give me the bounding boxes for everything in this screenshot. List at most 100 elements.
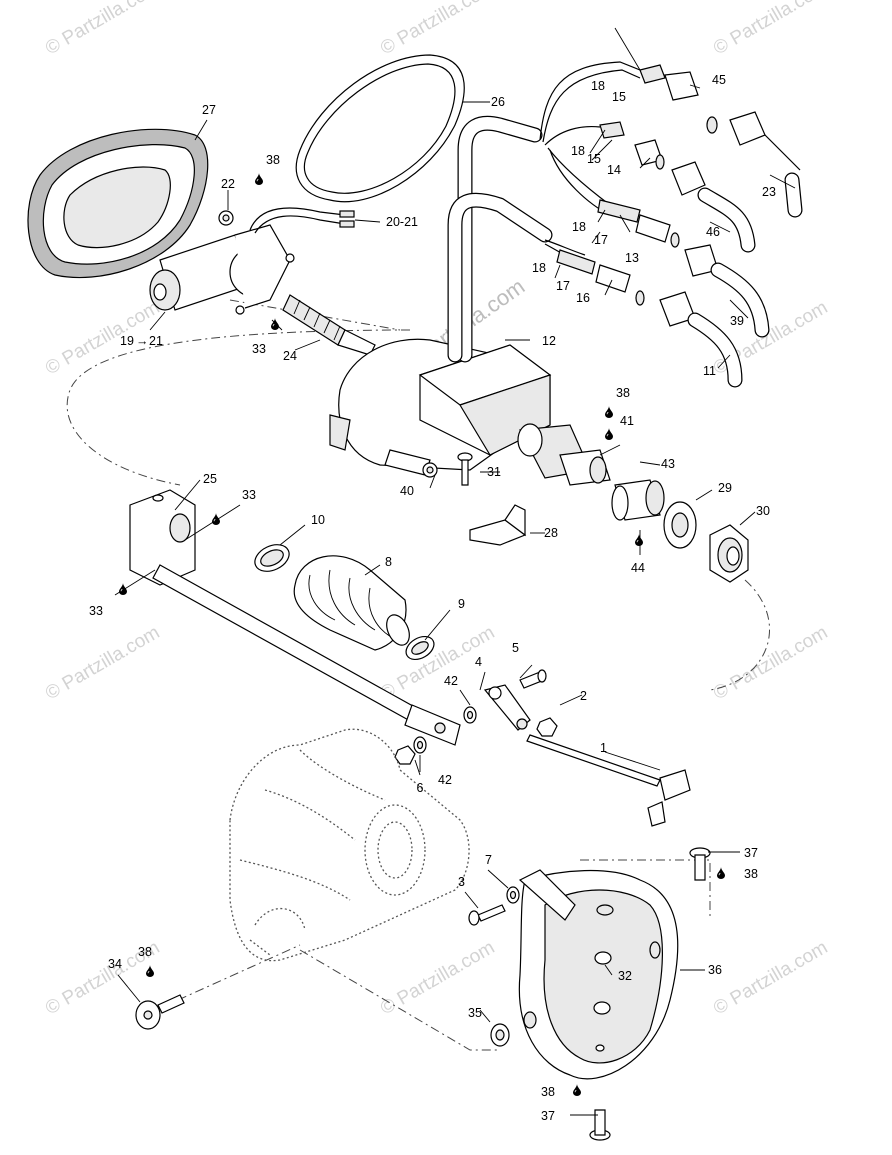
part-label: 40 xyxy=(400,484,414,498)
part-label: 38 xyxy=(744,867,758,881)
part-6-nut xyxy=(394,745,416,765)
adhesive-drop-icon xyxy=(572,1084,582,1096)
part-27-cover xyxy=(27,128,209,279)
part-22-nut xyxy=(218,210,234,226)
part-label: 10 xyxy=(311,513,325,527)
watermark-text: © Partzilla.com xyxy=(710,0,831,59)
part-label: 37 xyxy=(541,1109,555,1123)
part-label: 38 xyxy=(541,1085,555,1099)
part-label: 18 xyxy=(532,261,546,275)
part-label: 45 xyxy=(712,73,726,87)
adhesive-drop-icon xyxy=(145,965,155,977)
part-label: 5 xyxy=(512,641,519,655)
part-label: 38 xyxy=(616,386,630,400)
part-label: 2 xyxy=(580,689,587,703)
part-1-cable xyxy=(526,734,691,827)
adhesive-drop-icon xyxy=(634,534,644,546)
adhesive-drop-icon xyxy=(604,428,614,440)
part-label: 28 xyxy=(544,526,558,540)
part-label: 36 xyxy=(708,963,722,977)
adhesive-drop-icon xyxy=(211,513,221,525)
part-label: 15 xyxy=(612,90,626,104)
range-arrow-icon: → xyxy=(136,334,149,348)
part-label: 38 xyxy=(266,153,280,167)
part-label: 19 xyxy=(120,334,134,348)
part-37-bolt-top xyxy=(689,847,711,881)
output-shaft xyxy=(517,423,611,486)
part-label: 32 xyxy=(618,969,632,983)
watermark-text: © Partzilla.com xyxy=(42,622,163,704)
part-label: 22 xyxy=(221,177,235,191)
part-label: 8 xyxy=(385,555,392,569)
part-35-grommet xyxy=(490,1023,510,1047)
watermark-text: © Partzilla.com xyxy=(377,0,498,59)
part-label: 35 xyxy=(468,1006,482,1020)
part-4-lever xyxy=(483,684,531,731)
vent-tubes xyxy=(447,115,553,363)
part-28-bracket xyxy=(469,504,527,546)
part-label: 30 xyxy=(756,504,770,518)
part-label: 33 xyxy=(242,488,256,502)
leader-lines xyxy=(114,27,796,1116)
watermark-text: © Partzilla.com xyxy=(710,937,831,1019)
part-8-boot xyxy=(293,555,410,651)
part-42-washer-bottom xyxy=(413,736,427,754)
part-label: 14 xyxy=(607,163,621,177)
part-24-worm-gear xyxy=(282,294,376,356)
part-40-nut xyxy=(422,462,438,478)
part-label: 42 xyxy=(438,773,452,787)
part-label: 17 xyxy=(556,279,570,293)
part-label: 1 xyxy=(600,741,607,755)
part-2-nut xyxy=(536,717,558,737)
watermark-text: © Partzilla.com xyxy=(42,0,163,59)
part-label: 27 xyxy=(202,103,216,117)
part-label: 16 xyxy=(576,291,590,305)
part-label: 20-21 xyxy=(386,215,418,229)
part-19-21-motor xyxy=(149,224,295,315)
part-5-screw xyxy=(519,669,547,689)
part-label: 42 xyxy=(444,674,458,688)
part-label: 12 xyxy=(542,334,556,348)
part-label: 38 xyxy=(138,945,152,959)
part-32-bushings xyxy=(593,951,612,1052)
part-label: 23 xyxy=(762,185,776,199)
part-30-nut xyxy=(709,524,749,583)
part-20-21-wires xyxy=(249,207,355,234)
electrical-harness xyxy=(539,61,803,388)
watermark-text: © Partzilla.com xyxy=(710,622,831,704)
part-label: 7 xyxy=(485,853,492,867)
part-label: 34 xyxy=(108,957,122,971)
part-label: 26 xyxy=(491,95,505,109)
part-label: 11 xyxy=(703,364,716,378)
part-31-screw xyxy=(457,452,473,486)
adhesive-drop-icon xyxy=(716,867,726,879)
adhesive-drop-icon xyxy=(118,583,128,595)
part-label: 13 xyxy=(625,251,639,265)
part-12-housing xyxy=(329,338,552,476)
part-42-washer-top xyxy=(463,706,477,724)
part-9-clamp xyxy=(405,635,435,661)
part-label: 6 xyxy=(417,781,424,795)
part-label: 18 xyxy=(572,220,586,234)
part-43-bushing xyxy=(611,479,665,521)
part-label: 25 xyxy=(203,472,217,486)
part-3-screw xyxy=(468,904,506,926)
routing-lines xyxy=(66,299,770,1051)
part-label: 41 xyxy=(620,414,634,428)
part-37-bolt-bottom xyxy=(589,1109,611,1141)
part-25-shift-shaft xyxy=(129,489,461,746)
part-labels: 27 26 38 22 20-21 19 → 21 33 24 12 38 41… xyxy=(89,73,776,1123)
part-label: 17 xyxy=(594,233,608,247)
part-label: 43 xyxy=(661,457,675,471)
part-label: 3 xyxy=(458,875,465,889)
part-29-washer xyxy=(663,501,697,549)
part-label: 33 xyxy=(89,604,103,618)
part-label: 9 xyxy=(458,597,465,611)
adhesive-drop-icon xyxy=(254,173,264,185)
part-label: 21 xyxy=(149,334,163,348)
part-label: 24 xyxy=(283,349,297,363)
part-34-bolt xyxy=(135,994,185,1030)
part-label: 15 xyxy=(587,152,601,166)
part-label: 44 xyxy=(631,561,645,575)
